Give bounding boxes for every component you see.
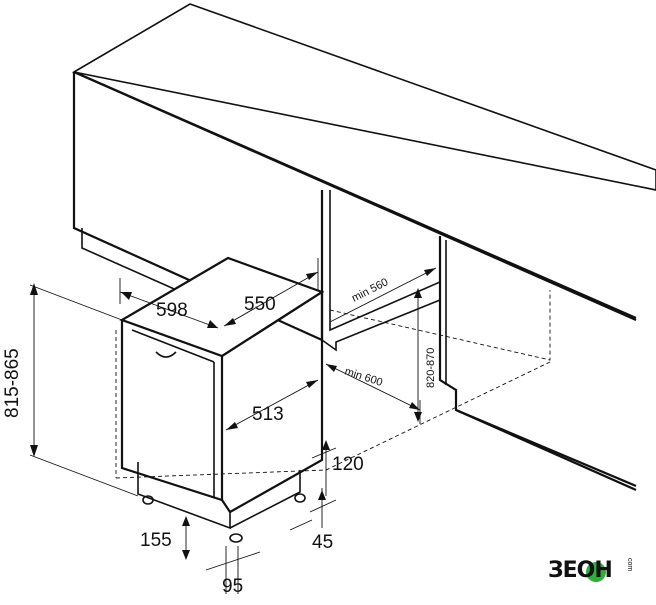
dishwasher-base-side bbox=[229, 470, 301, 529]
dim-815-ext-top bbox=[29, 284, 123, 321]
label-min-600: min 600 bbox=[343, 365, 384, 389]
dim-45-lead bbox=[289, 519, 313, 531]
label-513: 513 bbox=[252, 404, 284, 425]
label-815-865: 815-865 bbox=[2, 348, 23, 418]
cabinet-top-edge bbox=[73, 70, 637, 322]
dim-120-arrow-top bbox=[322, 440, 330, 450]
dishwasher-front-inner bbox=[131, 329, 215, 363]
dim-600-arrow-left bbox=[326, 364, 337, 372]
label-550: 550 bbox=[244, 294, 276, 315]
dim-120-ext bbox=[311, 447, 337, 459]
niche-floor-front bbox=[321, 299, 441, 352]
dim-815-arrow-bottom bbox=[30, 445, 38, 457]
dim-598-arrow-left bbox=[121, 292, 132, 300]
dim-600-arrow-right bbox=[409, 402, 420, 410]
foot-front-right bbox=[229, 533, 243, 543]
foot-back-right bbox=[294, 493, 306, 503]
brand-logo: ЗЕОН com bbox=[548, 556, 648, 588]
dim-550-arrow-right bbox=[306, 272, 318, 280]
dim-155-arrow-top bbox=[182, 516, 190, 526]
logo-small-text: com bbox=[626, 558, 633, 572]
dim-513-line bbox=[225, 379, 319, 431]
label-820-870: 820-870 bbox=[425, 348, 437, 388]
niche-back bbox=[329, 190, 441, 332]
label-120: 120 bbox=[332, 454, 364, 475]
dim-155-arrow-bottom bbox=[182, 550, 190, 560]
right-cabinet-bottom bbox=[455, 408, 637, 488]
dim-45-arrow bbox=[318, 490, 326, 500]
niche-right-wall bbox=[438, 236, 637, 492]
label-155: 155 bbox=[140, 530, 172, 551]
dim-45-ext bbox=[309, 499, 337, 513]
dim-513-arrow-left bbox=[226, 422, 238, 430]
niche-dashed-outline bbox=[329, 290, 551, 361]
left-cabinet-plinth bbox=[81, 228, 191, 297]
label-598: 598 bbox=[156, 300, 188, 321]
dim-600-line bbox=[325, 363, 421, 411]
dishwasher-base bbox=[137, 462, 231, 530]
dishwasher-side bbox=[221, 289, 324, 514]
dim-560-arrow-right bbox=[424, 268, 436, 276]
dim-815-arrow-top bbox=[30, 283, 38, 295]
dim-815-ext-bottom bbox=[29, 454, 139, 497]
dim-598-arrow-right bbox=[207, 320, 218, 328]
dishwasher-top bbox=[119, 256, 325, 358]
foot-front-left bbox=[142, 495, 154, 505]
dim-513-arrow-right bbox=[306, 380, 318, 388]
dishwasher-handle bbox=[155, 351, 177, 358]
dim-598-line bbox=[119, 291, 219, 329]
dim-95-line bbox=[205, 551, 261, 571]
countertop-top bbox=[71, 3, 656, 191]
dim-820-arrow-top bbox=[414, 288, 422, 298]
dim-820-arrow-bottom bbox=[414, 412, 422, 422]
logo-power-icon bbox=[586, 562, 606, 582]
dishwasher-front bbox=[120, 320, 224, 502]
dim-560-line bbox=[329, 267, 437, 323]
label-min-560: min 560 bbox=[350, 276, 390, 304]
label-95: 95 bbox=[222, 576, 243, 597]
dim-550-arrow-left bbox=[224, 318, 236, 326]
label-45: 45 bbox=[312, 532, 333, 553]
logo-text: ЗЕОН bbox=[548, 558, 613, 583]
dim-550-line bbox=[223, 271, 319, 327]
